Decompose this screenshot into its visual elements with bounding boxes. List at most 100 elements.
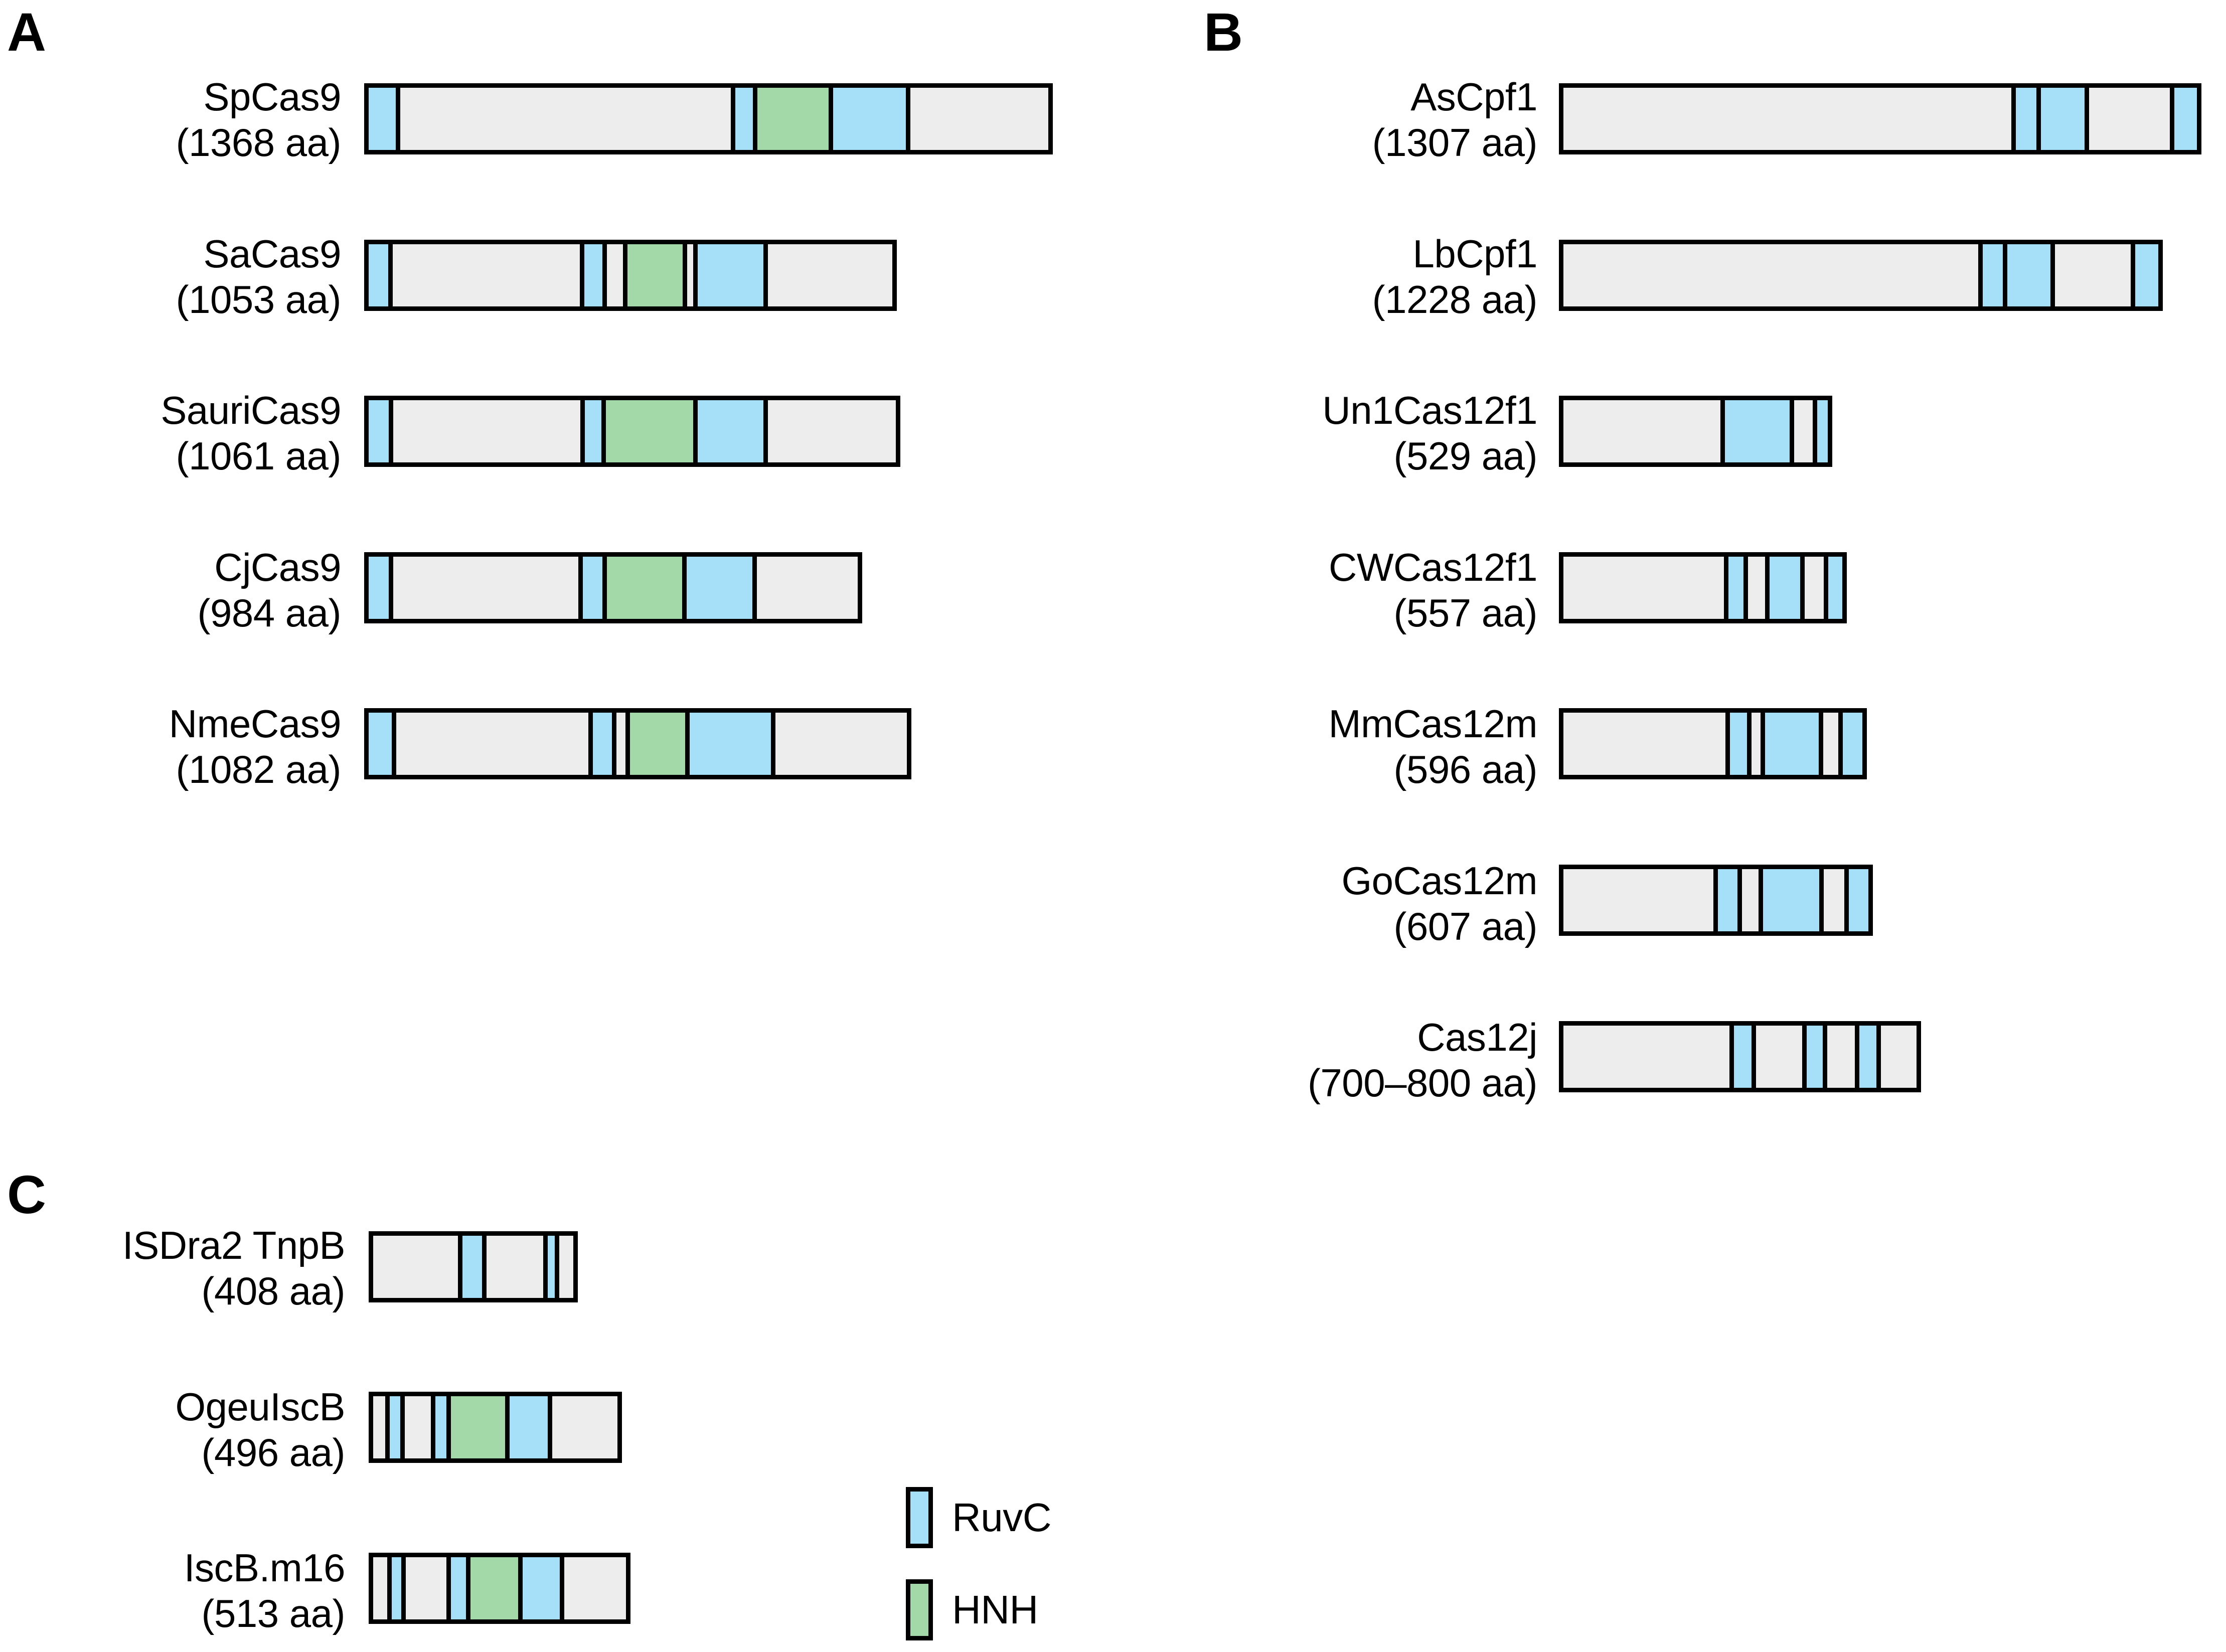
- domain-segment-ruvc: [1817, 400, 1828, 462]
- protein-label-nmecas9: NmeCas9(1082 aa): [0, 701, 342, 793]
- protein-length: (496 aa): [201, 1430, 345, 1475]
- domain-segment-ruvc: [462, 1236, 487, 1298]
- domain-segment-none: [1748, 557, 1770, 619]
- domain-segment-ruvc: [584, 244, 607, 306]
- domain-bar-iscb-m16: [369, 1553, 630, 1624]
- domain-segment-ruvc: [698, 400, 768, 462]
- domain-segment-none: [1756, 1026, 1807, 1088]
- domain-segment-none: [1805, 557, 1828, 619]
- protein-length: (557 aa): [1393, 591, 1537, 635]
- panel-letter-b: B: [1204, 2, 1243, 62]
- protein-label-sacas9: SaCas9(1053 aa): [0, 231, 342, 323]
- legend-swatch-ruvc-icon: [906, 1487, 933, 1548]
- domain-bar-mmcas12m: [1559, 708, 1867, 779]
- domain-segment-none: [406, 1557, 451, 1619]
- domain-bar-cas12j: [1559, 1021, 1921, 1092]
- domain-segment-none: [1752, 713, 1765, 775]
- domain-segment-ruvc: [690, 713, 775, 775]
- domain-segment-none: [373, 1396, 390, 1458]
- protein-length: (1053 aa): [176, 277, 342, 322]
- domain-segment-ruvc: [450, 1557, 471, 1619]
- protein-label-ascpf1: AsCpf1(1307 aa): [835, 74, 1538, 166]
- domain-segment-ruvc: [369, 557, 393, 619]
- domain-segment-ruvc: [369, 713, 397, 775]
- domain-segment-none: [487, 1236, 548, 1298]
- domain-segment-none: [1794, 400, 1817, 462]
- protein-name: NmeCas9: [169, 702, 342, 746]
- domain-segment-ruvc: [392, 1557, 406, 1619]
- protein-label-cwcas12f1: CWCas12f1(557 aa): [835, 545, 1537, 636]
- domain-segment-ruvc: [735, 88, 758, 150]
- domain-segment-none: [564, 1557, 626, 1619]
- domain-bar-un1cas12f1: [1559, 396, 1832, 467]
- protein-label-lbcpf1: LbCpf1(1228 aa): [835, 231, 1538, 323]
- domain-segment-ruvc: [1828, 557, 1842, 619]
- domain-segment-none: [768, 244, 892, 306]
- domain-segment-ruvc: [2040, 88, 2089, 150]
- domain-segment-none: [775, 713, 907, 775]
- domain-segment-ruvc: [1724, 400, 1795, 462]
- domain-segment-none: [559, 1236, 573, 1298]
- domain-segment-none: [393, 244, 584, 306]
- domain-segment-ruvc: [2015, 88, 2041, 150]
- domain-segment-ruvc: [1769, 557, 1805, 619]
- domain-segment-none: [687, 244, 698, 306]
- domain-segment-hnh: [629, 713, 690, 775]
- domain-segment-none: [1827, 1026, 1859, 1088]
- domain-segment-ruvc: [369, 244, 393, 306]
- domain-bar-sauricas9: [364, 396, 900, 467]
- protein-length: (1061 aa): [176, 434, 342, 478]
- domain-segment-ruvc: [833, 88, 911, 150]
- domain-bar-spcas9: [364, 83, 1053, 154]
- protein-name: CWCas12f1: [1329, 545, 1537, 589]
- domain-segment-ruvc: [2007, 244, 2055, 306]
- domain-segment-ruvc: [592, 713, 617, 775]
- protein-name: AsCpf1: [1410, 75, 1537, 119]
- protein-length: (1228 aa): [1372, 277, 1538, 322]
- domain-segment-ruvc: [1849, 869, 1868, 931]
- domain-segment-ruvc: [369, 400, 393, 462]
- domain-segment-hnh: [451, 1396, 510, 1458]
- protein-label-mmcas12m: MmCas12m(596 aa): [835, 701, 1538, 793]
- domain-segment-ruvc: [2135, 244, 2158, 306]
- domain-segment-ruvc: [1729, 713, 1752, 775]
- protein-length: (700–800 aa): [1307, 1061, 1538, 1105]
- protein-name: IscB.m16: [184, 1546, 346, 1590]
- protein-length: (607 aa): [1393, 904, 1537, 949]
- protein-length: (596 aa): [1393, 747, 1537, 792]
- domain-bar-cwcas12f1: [1559, 552, 1847, 623]
- domain-segment-ruvc: [548, 1236, 560, 1298]
- legend-item-hnh: HNH: [906, 1579, 1051, 1640]
- domain-segment-none: [1824, 869, 1849, 931]
- domain-segment-none: [1563, 400, 1725, 462]
- protein-length: (984 aa): [197, 591, 341, 635]
- domain-segment-ruvc: [697, 244, 768, 306]
- protein-label-un1cas12f1: Un1Cas12f1(529 aa): [835, 388, 1537, 479]
- domain-segment-none: [616, 713, 630, 775]
- protein-label-iscb-m16: IscB.m16(513 aa): [0, 1545, 346, 1637]
- domain-segment-hnh: [627, 244, 688, 306]
- domain-segment-none: [2089, 88, 2174, 150]
- domain-bar-nmecas9: [364, 708, 911, 779]
- domain-segment-none: [1563, 88, 2016, 150]
- domain-segment-none: [1563, 557, 1728, 619]
- domain-segment-none: [2054, 244, 2136, 306]
- domain-segment-ruvc: [522, 1557, 564, 1619]
- protein-name: SauriCas9: [161, 388, 341, 432]
- domain-segment-none: [393, 557, 583, 619]
- panel-letter-a: A: [7, 2, 46, 62]
- domain-segment-ruvc: [1765, 713, 1824, 775]
- domain-bar-sacas9: [364, 240, 897, 311]
- protein-name: ISDra2 TnpB: [122, 1223, 345, 1267]
- domain-segment-none: [1563, 869, 1718, 931]
- protein-name: Un1Cas12f1: [1322, 388, 1537, 432]
- domain-segment-none: [396, 713, 593, 775]
- domain-segment-none: [373, 1557, 392, 1619]
- domain-segment-none: [1563, 1026, 1734, 1088]
- protein-name: CjCas9: [214, 545, 341, 589]
- domain-segment-hnh: [757, 88, 834, 150]
- protein-label-sauricas9: SauriCas9(1061 aa): [0, 388, 341, 479]
- domain-segment-none: [405, 1396, 436, 1458]
- domain-segment-none: [910, 88, 1048, 150]
